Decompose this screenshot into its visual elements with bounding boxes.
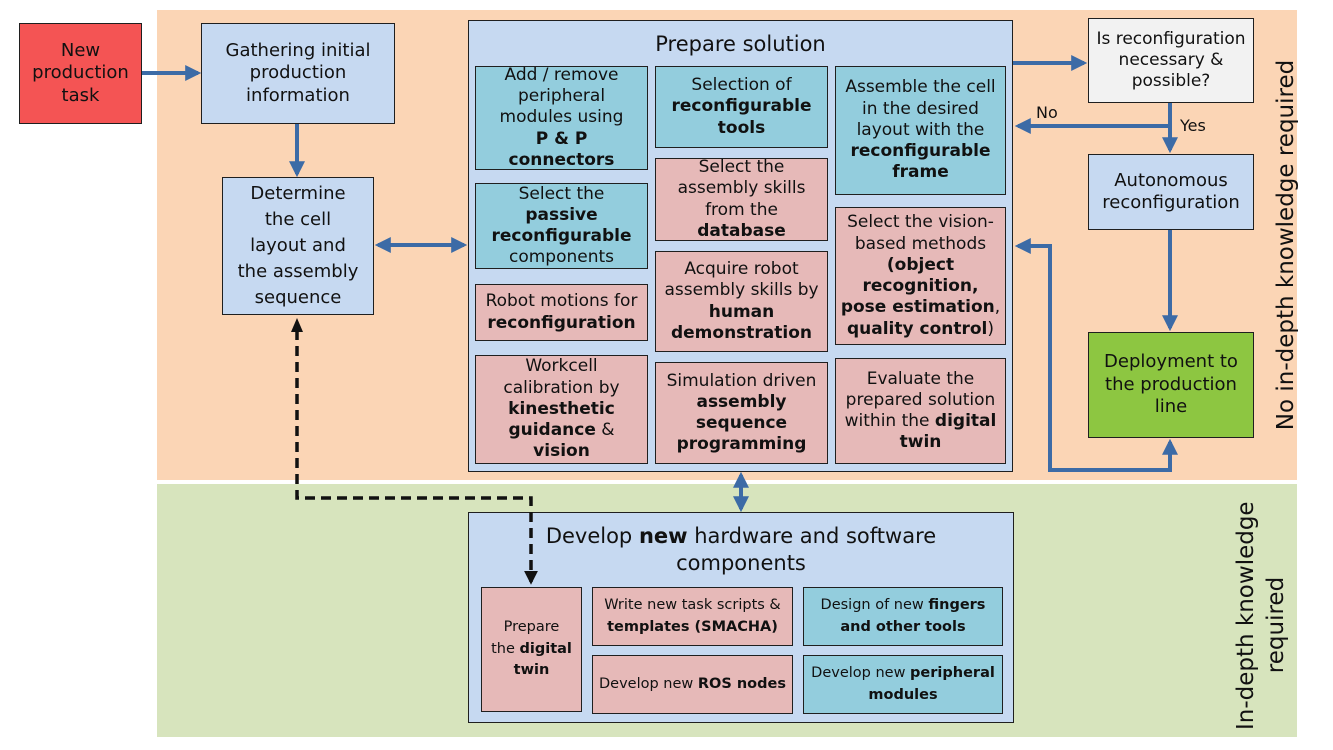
develop-ros-nodes-box: Develop new ROS nodes	[592, 655, 793, 714]
arrow-no-to-prepare	[1014, 103, 1172, 134]
dashed-arrow-determine-to-digital-twin	[295, 330, 538, 585]
no-edge-label: No	[1036, 103, 1058, 122]
select-vision-methods-box: Select the vision-based methods(object r…	[835, 207, 1006, 345]
write-task-scripts-box: Write new task scripts &templates (SMACH…	[592, 587, 793, 646]
prepare-solution-title: Prepare solution	[655, 32, 826, 56]
arrow-deployment-feedback	[1014, 238, 1178, 472]
yes-edge-label: Yes	[1180, 116, 1206, 135]
dashed-arrow-head-up	[291, 318, 303, 332]
develop-new-components-title: Develop new hardware and software compon…	[545, 524, 937, 576]
